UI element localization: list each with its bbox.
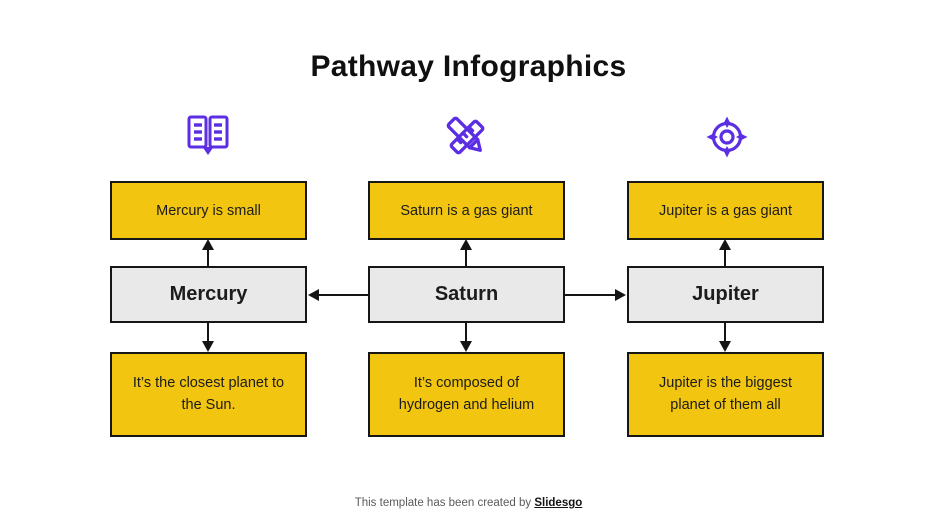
jupiter-name-text: Jupiter <box>692 283 759 305</box>
saturn-down-arrow-line <box>465 323 467 343</box>
jupiter-fact-bottom-box: Jupiter is the biggest planet of them al… <box>627 352 824 437</box>
jupiter-fact-top-box: Jupiter is a gas giant <box>627 181 824 240</box>
saturn-to-jupiter-arrow-head <box>615 289 626 301</box>
saturn-up-arrow-line <box>465 247 467 266</box>
saturn-name-box: Saturn <box>368 266 565 323</box>
saturn-fact-bottom-box: It’s composed of hydrogen and helium <box>368 352 565 437</box>
mercury-fact-top-text: Mercury is small <box>156 202 261 219</box>
slidesgo-link[interactable]: Slidesgo <box>534 497 583 509</box>
mercury-down-arrow-head <box>202 341 214 352</box>
jupiter-up-arrow-head <box>719 239 731 250</box>
footer-credit: This template has been created by Slides… <box>0 497 937 509</box>
jupiter-fact-bottom-text: Jupiter is the biggest planet of them al… <box>659 374 792 413</box>
mercury-up-arrow-line <box>207 247 209 266</box>
open-book-icon <box>183 112 233 165</box>
saturn-to-mercury-arrow-head <box>308 289 319 301</box>
saturn-fact-top-text: Saturn is a gas giant <box>400 202 533 219</box>
mercury-fact-bottom-box: It’s the closest planet to the Sun. <box>110 352 307 437</box>
jupiter-name-box: Jupiter <box>627 266 824 323</box>
saturn-to-mercury-arrow-line <box>318 294 368 296</box>
page-title: Pathway Infographics <box>310 50 627 83</box>
saturn-up-arrow-head <box>460 239 472 250</box>
saturn-to-jupiter-arrow-line <box>565 294 615 296</box>
saturn-down-arrow-head <box>460 341 472 352</box>
saturn-fact-bottom-text: It’s composed of hydrogen and helium <box>398 374 535 413</box>
jupiter-up-arrow-line <box>724 247 726 266</box>
saturn-name-text: Saturn <box>434 283 499 305</box>
jupiter-fact-top-text: Jupiter is a gas giant <box>659 202 792 219</box>
saturn-fact-top-box: Saturn is a gas giant <box>368 181 565 240</box>
jupiter-down-arrow-line <box>724 323 726 343</box>
jupiter-down-arrow-head <box>719 341 731 352</box>
pencil-ruler-icon <box>442 112 492 167</box>
mercury-name-text: Mercury <box>169 283 248 305</box>
footer-credit-text: This template has been created by <box>354 497 535 509</box>
mercury-name-box: Mercury <box>110 266 307 323</box>
mercury-fact-top-box: Mercury is small <box>110 181 307 240</box>
mercury-up-arrow-head <box>202 239 214 250</box>
mercury-down-arrow-line <box>207 323 209 343</box>
mercury-fact-bottom-text: It’s the closest planet to the Sun. <box>132 374 285 413</box>
target-icon <box>703 113 751 166</box>
